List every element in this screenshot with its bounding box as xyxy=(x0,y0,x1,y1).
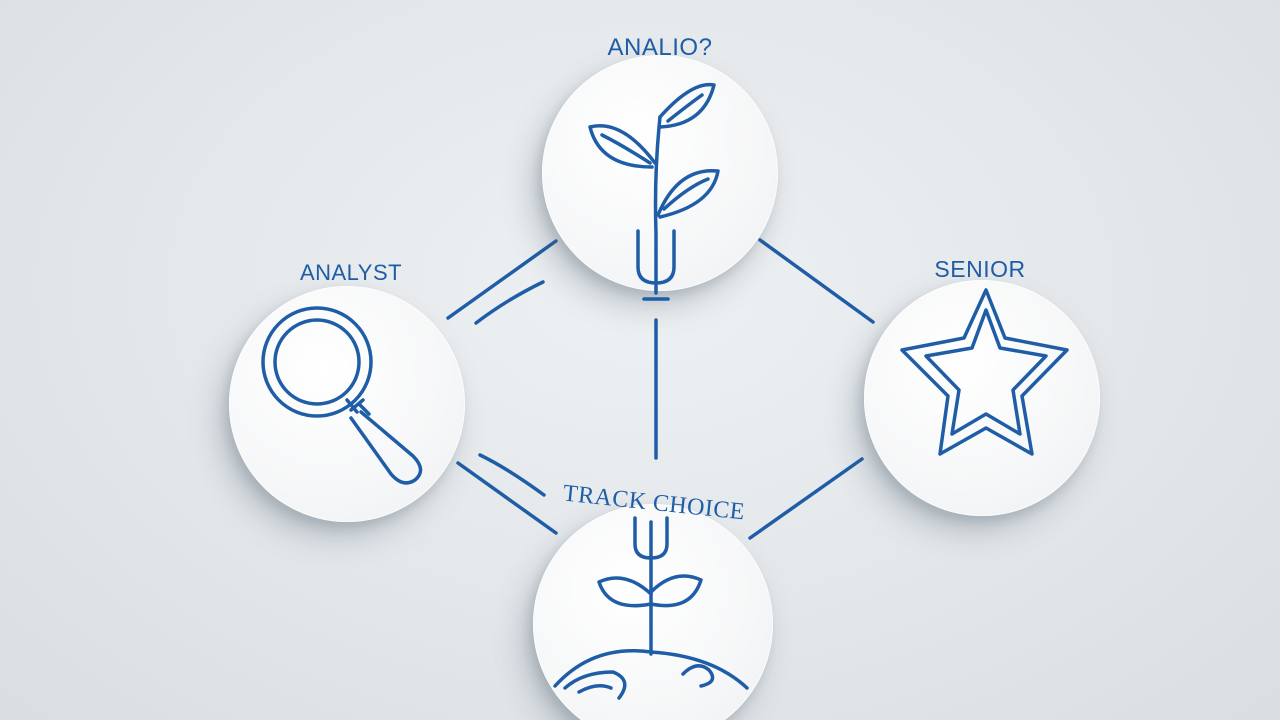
star-icon xyxy=(900,288,1069,456)
connector-left-bottom xyxy=(456,461,558,535)
node-label-right: SENIOR xyxy=(934,256,1026,282)
magnifying-glass-icon xyxy=(261,306,423,485)
connector-left-top-accent xyxy=(474,280,545,325)
node-bottom[interactable] xyxy=(533,504,773,720)
fork-sprout-icon xyxy=(553,516,749,700)
sprout-plant-icon xyxy=(588,82,720,301)
connector-left-top xyxy=(446,239,558,320)
node-right[interactable] xyxy=(864,280,1100,516)
connector-left-bottom-accent xyxy=(478,453,546,497)
node-label-left: ANALYST xyxy=(299,260,403,285)
connector-right-bottom xyxy=(748,457,864,540)
connector-top-right xyxy=(758,238,875,324)
node-left[interactable] xyxy=(229,286,465,522)
node-top[interactable] xyxy=(542,55,778,301)
